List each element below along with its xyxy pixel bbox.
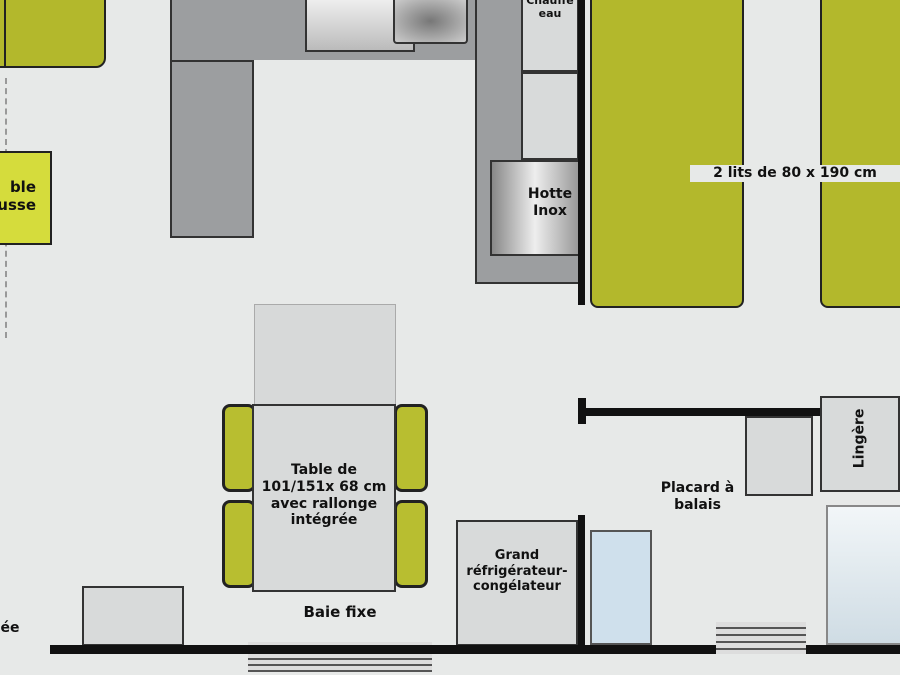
table-extension — [254, 304, 396, 406]
bathroom — [826, 505, 900, 645]
fridge-wall — [578, 515, 585, 650]
left-partial-label: ée — [0, 620, 20, 636]
hall-wall — [582, 408, 822, 416]
cabinet — [521, 72, 579, 160]
beds-label: 2 lits de 80 x 190 cm — [690, 165, 900, 182]
chair[interactable] — [222, 500, 256, 588]
chair[interactable] — [222, 404, 256, 492]
fixed-window-label: Baie fixe — [303, 603, 377, 621]
dining-table — [252, 404, 396, 592]
entry-window — [716, 622, 806, 654]
exterior-wall — [50, 645, 900, 654]
sofa-top — [0, 0, 106, 68]
chair[interactable] — [394, 404, 428, 492]
chair[interactable] — [394, 500, 428, 588]
shower-door[interactable] — [590, 530, 652, 645]
linen-closet — [820, 396, 900, 492]
water-heater-label: Chauffe eau — [526, 0, 574, 21]
storage-box — [82, 586, 184, 646]
low-table-label: ble usse — [0, 178, 36, 214]
sink-bowl — [393, 0, 468, 44]
kitchen-floor — [254, 60, 475, 240]
table-label: Table de 101/151x 68 cm avec rallonge in… — [261, 462, 387, 529]
fridge-label: Grand réfrigérateur-congélateur — [466, 548, 568, 595]
broom-closet-label: Placard à balais — [660, 480, 735, 513]
hood-label: Hotte Inox — [527, 186, 573, 219]
bed-1 — [590, 0, 744, 308]
sofa-divider — [4, 0, 6, 66]
hall-wall-end — [578, 398, 586, 424]
low-table — [0, 151, 52, 245]
bedroom-wall — [578, 0, 585, 305]
broom-closet — [745, 416, 813, 496]
cooktop — [490, 160, 580, 256]
fridge — [456, 520, 578, 646]
bed-2 — [820, 0, 900, 308]
bed-gap — [746, 0, 818, 310]
linen-label: Lingère — [851, 408, 868, 469]
